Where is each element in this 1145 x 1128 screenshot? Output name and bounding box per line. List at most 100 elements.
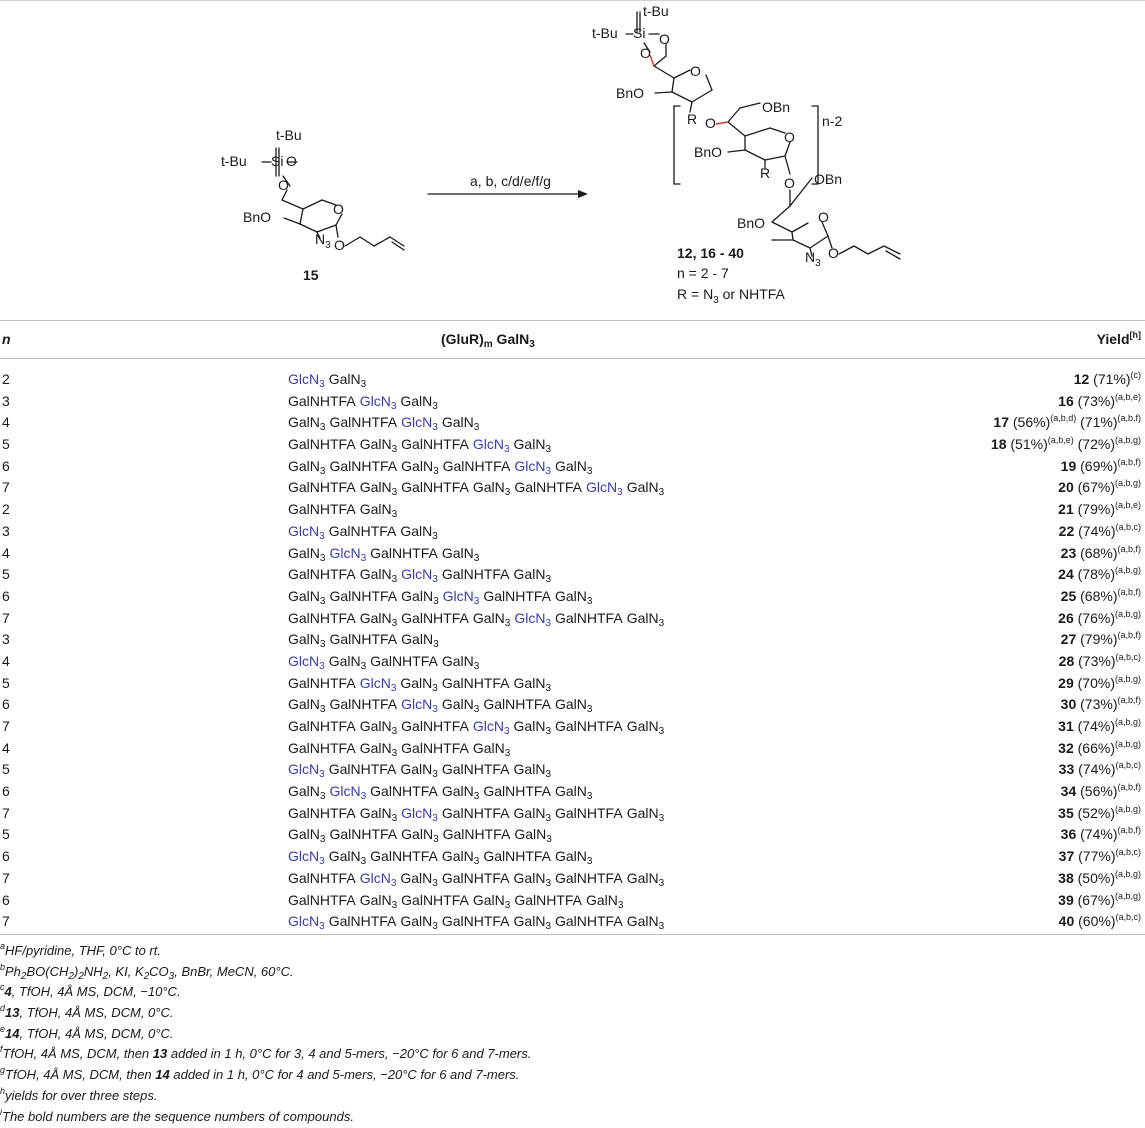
- compound-number: 25: [1061, 588, 1077, 604]
- sugar-unit: GalN3: [555, 588, 592, 604]
- label-anomeric-o: O: [334, 237, 345, 253]
- cell-n: 4: [2, 652, 10, 671]
- sugar-unit: GalNHTFA: [555, 805, 623, 821]
- sugar-unit: GalN3: [400, 870, 437, 886]
- cell-yield: 35 (52%)(a,b,g): [1058, 804, 1141, 823]
- label-ring-o: O: [690, 63, 701, 79]
- cell-n: 2: [2, 370, 10, 389]
- sugar-unit: GalN3: [360, 501, 397, 517]
- compound-number: 17: [993, 414, 1009, 430]
- sugar-unit: GalN3: [555, 696, 592, 712]
- sugar-unit: GalN3: [442, 653, 479, 669]
- glcn3-unit: GlcN3: [288, 913, 325, 929]
- cell-n: 5: [2, 674, 10, 693]
- cell-yield: 32 (66%)(a,b,g): [1058, 739, 1141, 758]
- compound-number: 24: [1058, 566, 1074, 582]
- sugar-unit: GalNHTFA: [288, 610, 356, 626]
- sugar-unit: GalN3: [288, 414, 325, 430]
- cell-yield: 27 (79%)(a,b,f): [1061, 630, 1141, 649]
- sugar-unit: GalNHTFA: [329, 826, 397, 842]
- cell-n: 6: [2, 457, 10, 476]
- sugar-unit: GalNHTFA: [442, 675, 510, 691]
- label-tbu-top: t-Bu: [643, 3, 669, 19]
- glcn3-unit: GlcN3: [288, 523, 325, 539]
- sugar-unit: GalNHTFA: [401, 892, 469, 908]
- sugar-unit: GalN3: [329, 653, 366, 669]
- cell-yield: 30 (73%)(a,b,f): [1061, 695, 1141, 714]
- footnote: iThe bold numbers are the sequence numbe…: [0, 1108, 1145, 1128]
- compound-number: 37: [1059, 848, 1075, 864]
- sugar-unit: GalN3: [442, 696, 479, 712]
- label-tbu-left: t-Bu: [221, 153, 247, 169]
- header-rule: [0, 358, 1145, 359]
- start-compound-label: 15: [303, 267, 319, 283]
- sugar-unit: GalN3: [288, 545, 325, 561]
- sugar-unit: GalNHTFA: [442, 761, 510, 777]
- cell-n: 7: [2, 804, 10, 823]
- sugar-unit: GalN3: [400, 523, 437, 539]
- cell-n: 4: [2, 413, 10, 432]
- product-compound-labels: 12, 16 - 40: [677, 245, 744, 261]
- sugar-unit: GalNHTFA: [442, 566, 510, 582]
- compound-number: 27: [1061, 631, 1077, 647]
- footnote: aHF/pyridine, THF, 0°C to rt.: [0, 942, 1145, 963]
- cell-n: 7: [2, 609, 10, 628]
- compound-number: 38: [1058, 870, 1074, 886]
- n-range-label: n = 2 - 7: [677, 265, 729, 281]
- glcn3-unit: GlcN3: [288, 371, 325, 387]
- cell-yield: 19 (69%)(a,b,f): [1061, 457, 1141, 476]
- cell-n: 4: [2, 739, 10, 758]
- footnote: hyields for over three steps.: [0, 1087, 1145, 1108]
- sugar-unit: GalN3: [473, 740, 510, 756]
- label-ring-o: O: [818, 209, 829, 225]
- sugar-unit: GalNHTFA: [555, 610, 623, 626]
- sugar-unit: GalNHTFA: [370, 783, 438, 799]
- compound-number: 32: [1058, 740, 1074, 756]
- sugar-unit: GalNHTFA: [370, 653, 438, 669]
- compound-number: 39: [1058, 892, 1074, 908]
- cell-yield: 33 (74%)(a,b,c): [1059, 760, 1141, 779]
- cell-n: 3: [2, 392, 10, 411]
- sugar-unit: GalN3: [627, 610, 664, 626]
- sugar-unit: GalNHTFA: [370, 545, 438, 561]
- sugar-unit: GalNHTFA: [288, 718, 356, 734]
- cell-n: 7: [2, 869, 10, 888]
- glcn3-unit: GlcN3: [401, 566, 438, 582]
- compound-number: 34: [1061, 783, 1077, 799]
- glcn3-unit: GlcN3: [473, 436, 510, 452]
- cell-n: 5: [2, 565, 10, 584]
- cell-n: 6: [2, 891, 10, 910]
- sugar-unit: GalNHTFA: [288, 892, 356, 908]
- label-obn: OBn: [762, 99, 790, 115]
- cell-yield: 39 (67%)(a,b,g): [1058, 891, 1141, 910]
- compound-number: 40: [1059, 913, 1075, 929]
- sugar-unit: GalN3: [360, 610, 397, 626]
- sugar-unit: GalN3: [288, 696, 325, 712]
- cell-yield: 37 (77%)(a,b,c): [1059, 847, 1141, 866]
- compound-number: 35: [1058, 805, 1074, 821]
- footnote: e14, TfOH, 4Å MS, DCM, 0°C.: [0, 1025, 1145, 1046]
- cell-n: 4: [2, 544, 10, 563]
- cell-yield: 34 (56%)(a,b,f): [1061, 782, 1141, 801]
- sugar-unit: GalNHTFA: [370, 848, 438, 864]
- label-r: R: [760, 165, 770, 181]
- reagent-label: a, b, c/d/e/f/g: [470, 173, 551, 189]
